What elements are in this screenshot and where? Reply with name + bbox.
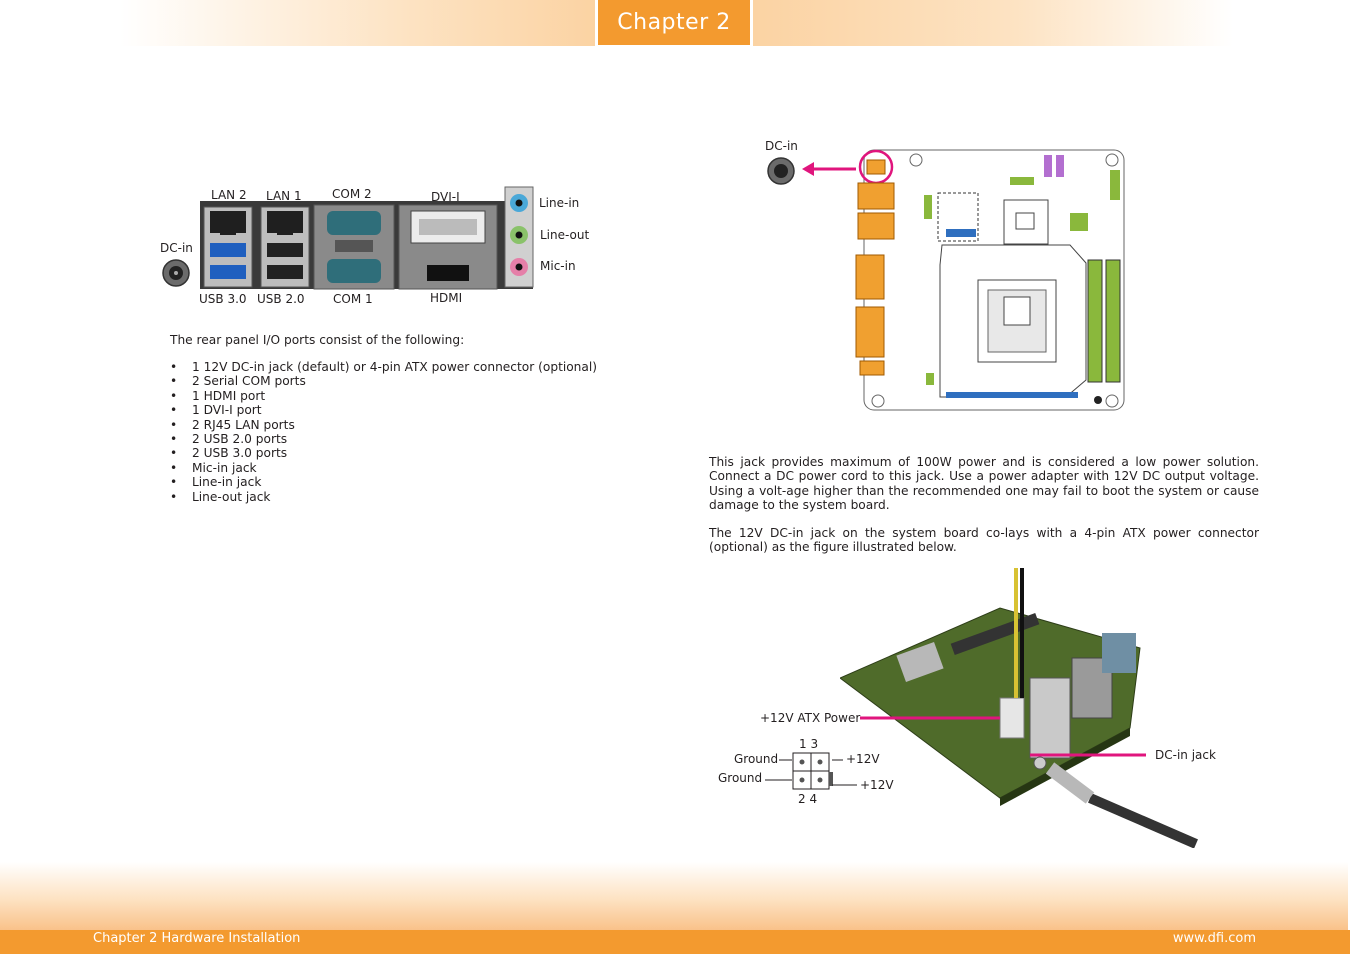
label-dcin: DC-in	[160, 241, 193, 255]
list-item: 1 HDMI port	[170, 389, 597, 404]
footer-chapter: Chapter 2 Hardware Installation	[93, 931, 301, 946]
label-lan1: LAN 1	[266, 189, 302, 203]
list-item: Line-out jack	[170, 490, 597, 505]
list-item: 2 USB 2.0 ports	[170, 432, 597, 447]
label-usb30: USB 3.0	[199, 292, 247, 306]
footer-band	[0, 862, 1348, 930]
dcin-paragraph-1: This jack provides maximum of 100W power…	[709, 455, 1259, 513]
dcin-paragraph-2: The 12V DC-in jack on the system board c…	[709, 526, 1259, 555]
footer-bar	[0, 930, 1350, 954]
dcin-pointer-line	[1030, 753, 1146, 757]
list-item: 2 Serial COM ports	[170, 374, 597, 389]
atx-power-photo	[840, 568, 1198, 848]
label-dcin-jack: DC-in jack	[1155, 748, 1216, 762]
label-ground-2: Ground	[718, 771, 763, 785]
lan1-usb20-stack	[260, 206, 310, 288]
board-dcin-label: DC-in	[765, 139, 798, 153]
list-item: Line-in jack	[170, 475, 597, 490]
dcin-jack-icon	[162, 259, 190, 287]
list-item: Mic-in jack	[170, 461, 597, 476]
label-usb20: USB 2.0	[257, 292, 305, 306]
label-com2: COM 2	[332, 187, 372, 201]
rear-panel-illustration	[162, 186, 534, 290]
rear-panel-intro: The rear panel I/O ports consist of the …	[170, 333, 465, 347]
list-item: 2 RJ45 LAN ports	[170, 418, 597, 433]
label-hdmi: HDMI	[430, 291, 463, 305]
label-ground-1: Ground	[734, 752, 779, 766]
header-band-left	[120, 0, 595, 46]
label-mic-in: Mic-in	[540, 259, 576, 273]
pin-numbers-top: 1 3	[799, 737, 819, 751]
board-layout-diagram	[767, 149, 1125, 411]
chapter-tab: Chapter 2	[598, 0, 750, 45]
label-12v-1: +12V	[846, 752, 880, 766]
com-ports	[313, 204, 395, 290]
footer-website: www.dfi.com	[1172, 931, 1256, 946]
label-line-in: Line-in	[539, 196, 580, 210]
audio-jacks	[504, 186, 534, 288]
header-band-right	[753, 0, 1233, 46]
atx-pointer-line	[860, 716, 1000, 720]
label-atx-power: +12V ATX Power	[760, 711, 861, 725]
dvi-hdmi-ports	[398, 204, 498, 290]
label-com1: COM 1	[333, 292, 373, 306]
label-dvi: DVI-I	[431, 190, 460, 204]
list-item: 1 DVI-I port	[170, 403, 597, 418]
lan2-usb30-stack	[203, 206, 253, 288]
list-item: 2 USB 3.0 ports	[170, 446, 597, 461]
label-line-out: Line-out	[540, 228, 590, 242]
dcin-jack-icon	[767, 157, 795, 185]
label-12v-2: +12V	[860, 778, 894, 792]
atx-pinout-diagram	[765, 752, 857, 790]
ports-list: 1 12V DC-in jack (default) or 4-pin ATX …	[170, 360, 597, 504]
pin-numbers-bottom: 2 4	[798, 792, 818, 806]
label-lan2: LAN 2	[211, 188, 247, 202]
list-item: 1 12V DC-in jack (default) or 4-pin ATX …	[170, 360, 597, 375]
